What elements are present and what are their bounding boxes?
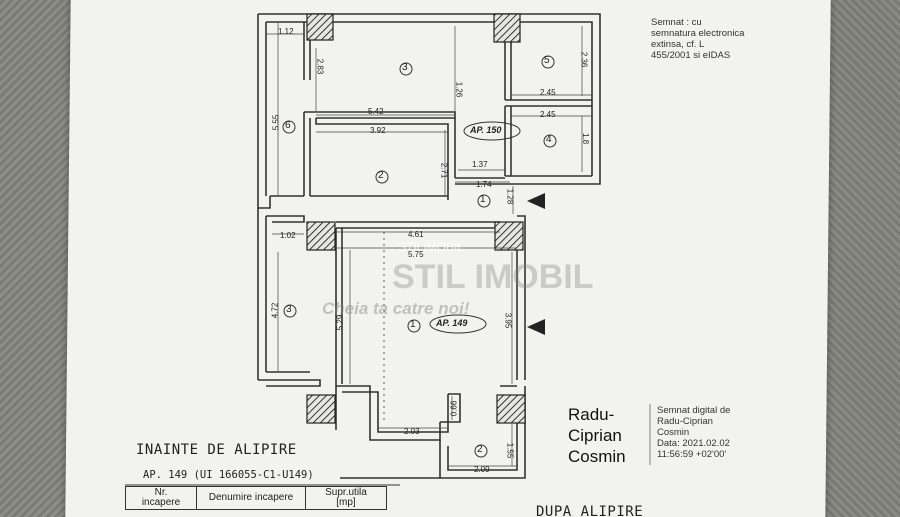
signature-top-line: semnatura electronica xyxy=(651,28,745,39)
carpet-background-left xyxy=(0,0,70,517)
dim-1-12: 1.12 xyxy=(278,27,294,36)
carpet-background-right xyxy=(820,0,900,517)
signature-top-block: Semnat : cu semnatura electronica extins… xyxy=(651,17,744,61)
signer-name: Radu- Ciprian Cosmin xyxy=(568,404,626,467)
signer-name-line: Radu- xyxy=(568,405,615,424)
section-title: INAINTE DE ALIPIRE xyxy=(136,442,297,458)
dim-2-83: 2.83 xyxy=(315,58,325,75)
room-number-4: 4 xyxy=(546,134,552,145)
watermark-brand: STIL IMOBIL xyxy=(392,258,594,296)
dim-1-74: 1.74 xyxy=(476,180,492,189)
dim-3-92: 3.92 xyxy=(370,126,386,135)
watermark-slogan: Cheia ta catre noi! xyxy=(322,299,470,318)
dim-2-45-bottom: 2.45 xyxy=(540,110,556,119)
signer-name-line: Cosmin xyxy=(568,447,626,466)
dim-2-03: 2.03 xyxy=(404,427,420,436)
digital-signature-block: Semnat digital de Radu-Ciprian Cosmin Da… xyxy=(657,405,730,460)
room-number-3-bottom: 3 xyxy=(286,304,292,315)
signer-name-line: Ciprian xyxy=(568,426,622,445)
dim-1-02: 1.02 xyxy=(280,231,296,240)
room-number-5: 5 xyxy=(544,55,550,66)
dim-3-95: 3.95 xyxy=(503,312,513,329)
dim-1-55: 1.55 xyxy=(505,442,515,459)
signature-top-line: Semnat : cu xyxy=(651,17,702,28)
dim-1-26: 1.26 xyxy=(454,81,464,98)
signature-line: Semnat digital de xyxy=(657,405,731,416)
room-number-3-top: 3 xyxy=(402,62,408,73)
rooms-table: Nr. incapere Denumire incapere Supr.util… xyxy=(125,486,387,510)
room-number-2-bottom: 2 xyxy=(477,444,483,455)
signature-line: Cosmin xyxy=(657,427,690,438)
section-subtitle: AP. 149 (UI 166055-C1-U149) xyxy=(143,469,314,481)
signature-line: Data: 2021.02.02 xyxy=(657,438,730,449)
dim-2-36: 2.36 xyxy=(579,51,589,68)
table-header-row: Nr. incapere Denumire incapere Supr.util… xyxy=(125,486,387,510)
room-number-6: 6 xyxy=(285,120,291,131)
dim-1-8: 1.8 xyxy=(581,132,591,145)
dim-1-28: 1.28 xyxy=(505,188,515,205)
dim-1-37: 1.37 xyxy=(472,160,488,169)
section-title-right: DUPA ALIPIRE xyxy=(536,504,644,517)
watermark-small-text: STILIMOBIL xyxy=(398,240,465,254)
table-header-cell: Denumire incapere xyxy=(196,486,306,510)
room-number-1-bottom: 1 xyxy=(410,319,416,330)
dim-5-42: 5.42 xyxy=(368,107,384,116)
dim-5-75: 5.75 xyxy=(408,250,424,259)
dim-2-71: 2.71 xyxy=(439,162,449,179)
signature-line: Radu-Ciprian xyxy=(657,416,713,427)
apartment-tag-149: AP. 149 xyxy=(436,318,468,328)
room-number-2-top: 2 xyxy=(378,170,384,181)
dim-0-66: 0.66 xyxy=(449,400,459,417)
dim-5-55: 5.55 xyxy=(271,114,281,131)
dim-2-09: 2.09 xyxy=(474,465,490,474)
room-number-1-top: 1 xyxy=(480,194,486,205)
signature-top-line: 455/2001 si eIDAS xyxy=(651,50,731,61)
table-header-cell: Supr.utila [mp] xyxy=(305,486,387,510)
dim-4-72: 4.72 xyxy=(270,302,280,319)
signature-top-line: extinsa, cf. L xyxy=(651,39,705,50)
dim-2-45-top: 2.45 xyxy=(540,88,556,97)
table-header-cell: Nr. incapere xyxy=(125,486,197,510)
signature-line: 11:56:59 +02'00' xyxy=(657,449,727,460)
dim-4-61: 4.61 xyxy=(408,230,424,239)
apartment-tag-150: AP. 150 xyxy=(470,125,502,135)
